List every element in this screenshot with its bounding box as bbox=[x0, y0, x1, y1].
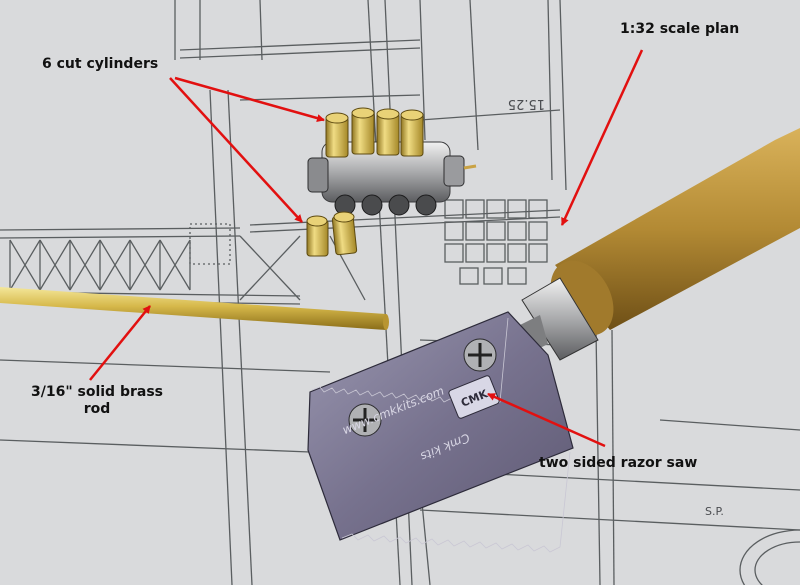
plan-handwritten-initials: S.P. bbox=[705, 505, 724, 518]
plan-handwritten-number: 15.25 bbox=[508, 96, 545, 111]
label-brass-rod-line2: rod bbox=[83, 401, 111, 417]
screw-top bbox=[463, 338, 497, 372]
arrow-brass-rod bbox=[89, 305, 151, 381]
label-scale-plan: 1:32 scale plan bbox=[620, 21, 740, 37]
arrow-scale-plan bbox=[560, 49, 644, 226]
saw-blade bbox=[307, 311, 574, 541]
arrow-razor-saw bbox=[487, 392, 606, 448]
screw-bottom bbox=[348, 403, 382, 437]
razor-saw: CMK www.cmkkits.com Cmk kits bbox=[307, 128, 800, 553]
label-brass-rod-line1: 3/16" solid brass bbox=[31, 384, 163, 400]
loose-cylinders bbox=[306, 211, 358, 257]
arrow-cylinders-loose bbox=[169, 77, 303, 223]
brass-rod bbox=[0, 287, 389, 330]
label-cut-cylinders: 6 cut cylinders bbox=[42, 56, 159, 72]
annotation-arrows bbox=[89, 49, 644, 448]
label-razor-saw: two sided razor saw bbox=[539, 455, 698, 471]
label-brass-rod: 3/16" solid brass rod bbox=[22, 384, 172, 418]
arrow-cylinders-engine bbox=[174, 76, 325, 122]
engine-model bbox=[307, 107, 477, 216]
cmk-logo bbox=[448, 375, 500, 419]
